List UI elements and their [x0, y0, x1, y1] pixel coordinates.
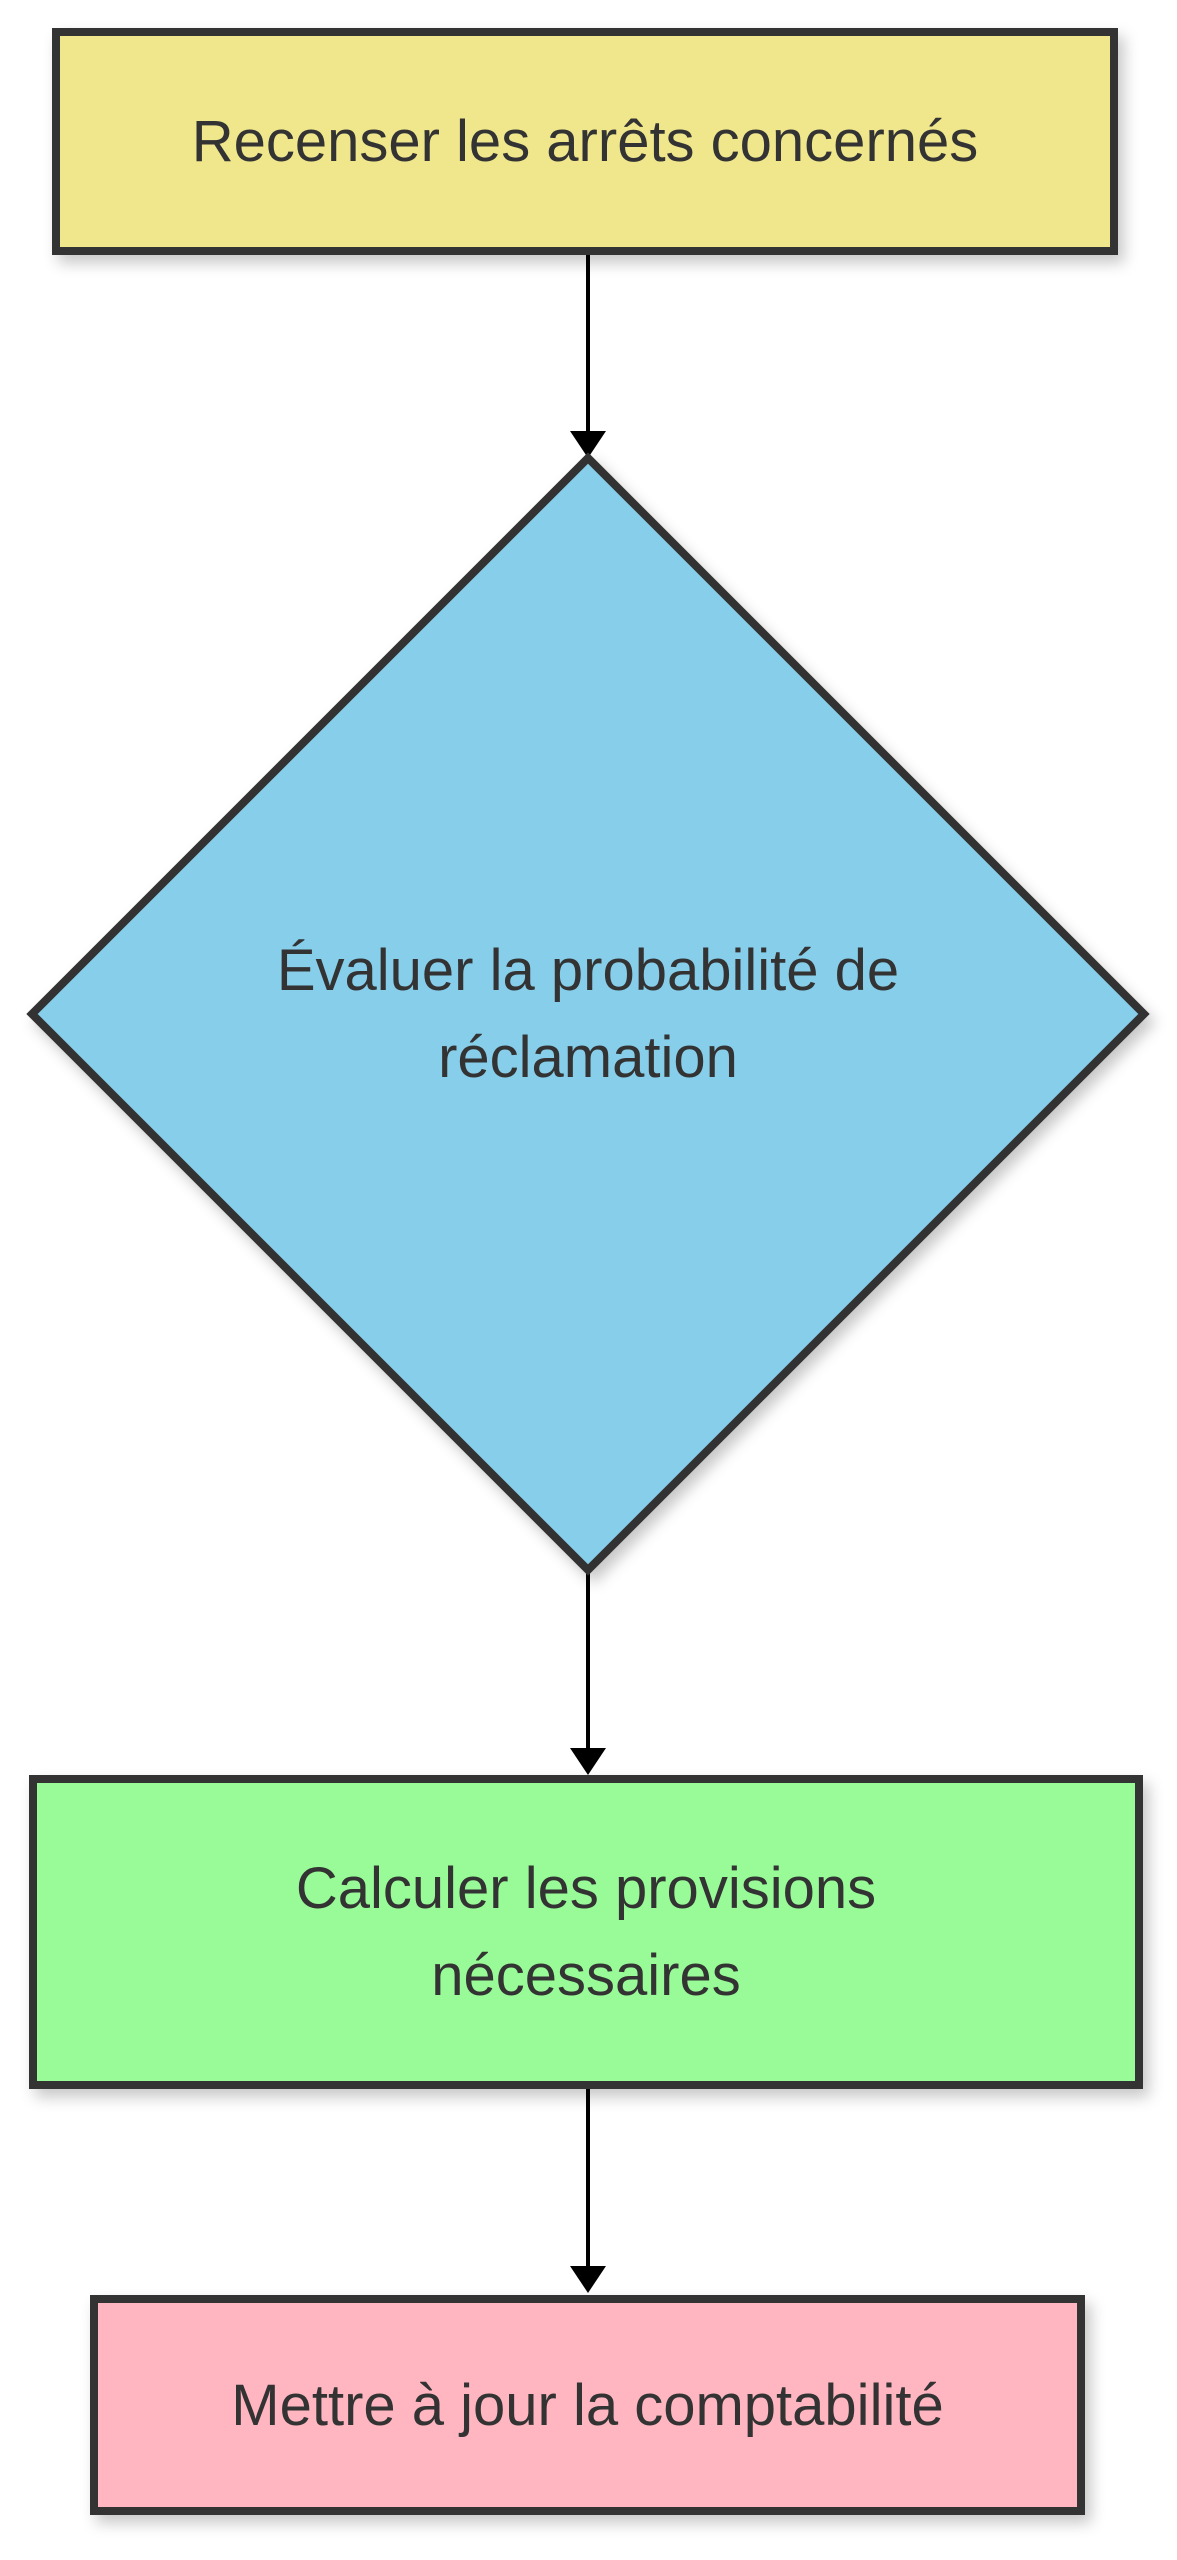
flow-arrow-evaluer-to-calculer — [570, 1570, 606, 1775]
node-label-line: nécessaires — [431, 1943, 741, 2008]
flow-arrow-calculer-to-mettre — [570, 2089, 606, 2293]
process-node-mettre: Mettre à jour la comptabilité — [90, 2295, 1085, 2515]
decision-diamond-shape — [26, 452, 1150, 1576]
process-node-recenser: Recenser les arrêts concernés — [52, 28, 1118, 255]
arrowhead-icon — [570, 2266, 606, 2293]
node-label-line: Recenser les arrêts concernés — [191, 109, 979, 174]
arrowhead-icon — [570, 1748, 606, 1775]
node-label-line: Calculer les provisions — [295, 1856, 877, 1921]
node-label-line: Mettre à jour la comptabilité — [231, 2372, 944, 2438]
arrowhead-icon — [570, 431, 606, 458]
process-node-calculer: Calculer les provisions nécessaires — [29, 1775, 1143, 2089]
flow-arrow-recenser-to-evaluer — [570, 255, 606, 458]
